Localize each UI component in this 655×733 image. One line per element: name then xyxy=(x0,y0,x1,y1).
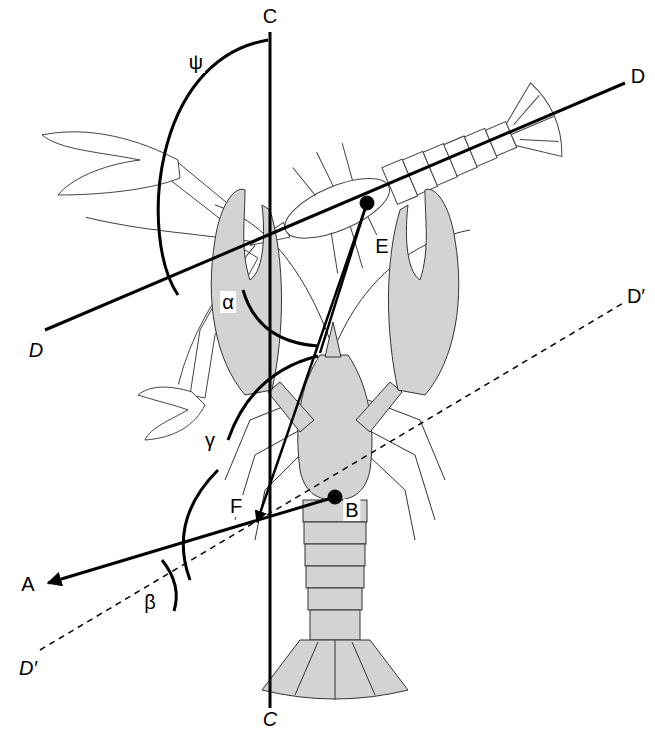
angle-arc xyxy=(183,470,218,580)
angle-label: β xyxy=(142,591,158,613)
point-label: F xyxy=(228,495,244,517)
angle-arc xyxy=(162,560,176,611)
angle-arc xyxy=(228,356,318,440)
force-arrow xyxy=(257,203,367,522)
point-label: E xyxy=(373,235,390,257)
point-label: B xyxy=(343,499,360,521)
angle-label: α xyxy=(220,291,236,313)
point-dot xyxy=(360,196,374,210)
angle-construction xyxy=(40,32,625,708)
claw xyxy=(356,189,459,432)
claw xyxy=(211,189,314,432)
angle-label: γ xyxy=(203,429,217,451)
crayfish xyxy=(211,189,470,700)
axis-label: D xyxy=(27,339,45,361)
point-label: A xyxy=(19,573,36,595)
angle-arc xyxy=(158,40,268,295)
angle-arc xyxy=(243,290,318,346)
axis-label: D′ xyxy=(17,657,39,679)
axis-label: D′ xyxy=(625,285,647,307)
angle-label: ψ xyxy=(187,51,205,73)
point-dot xyxy=(328,490,342,504)
dashed-line xyxy=(40,302,625,650)
axis-label: D xyxy=(629,65,647,87)
axis-label: C xyxy=(261,5,279,27)
axis-label: C xyxy=(261,708,279,730)
axis-line xyxy=(269,32,272,708)
